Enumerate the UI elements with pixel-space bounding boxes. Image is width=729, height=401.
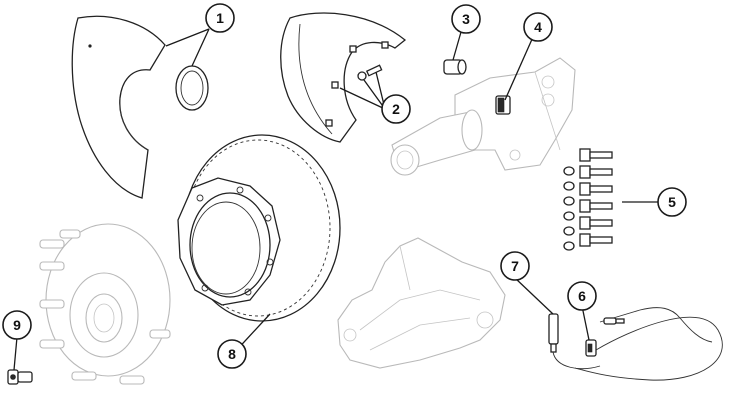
callout-7-label: 7 — [511, 258, 519, 274]
bolt-set — [563, 148, 613, 251]
callout-7: 7 — [500, 251, 530, 281]
callout-6: 6 — [567, 281, 597, 311]
bushing — [443, 59, 467, 75]
callout-5: 5 — [657, 187, 687, 217]
shield-bolts — [357, 64, 383, 81]
callout-6-label: 6 — [578, 288, 586, 304]
callout-8-label: 8 — [228, 346, 236, 362]
dust-shield-right — [280, 12, 407, 143]
seal-ring — [175, 65, 209, 111]
sensor-holder — [495, 95, 511, 115]
brake-caliper — [337, 237, 506, 369]
callout-3-label: 3 — [462, 11, 470, 27]
sensor-cable — [574, 307, 723, 381]
wear-sensor — [548, 313, 601, 370]
callout-5-label: 5 — [668, 194, 676, 210]
washer-column — [563, 166, 575, 251]
callout-4-label: 4 — [534, 19, 542, 35]
callout-4: 4 — [523, 12, 553, 42]
callout-2-label: 2 — [392, 101, 400, 117]
steering-knuckle — [390, 57, 576, 176]
callout-2: 2 — [381, 94, 411, 124]
brake-rotor — [177, 134, 341, 322]
leader-lines — [13, 27, 659, 371]
callout-3: 3 — [451, 4, 481, 34]
small-screw — [7, 369, 33, 385]
callout-1: 1 — [205, 3, 235, 33]
bolt-column — [579, 148, 613, 247]
callout-1-label: 1 — [216, 10, 224, 26]
callout-9-label: 9 — [13, 317, 21, 333]
callout-9: 9 — [2, 310, 32, 340]
sensor-clip — [585, 339, 597, 357]
wheel-hub — [39, 223, 171, 385]
dust-shield-left — [71, 15, 166, 199]
callout-8: 8 — [217, 339, 247, 369]
